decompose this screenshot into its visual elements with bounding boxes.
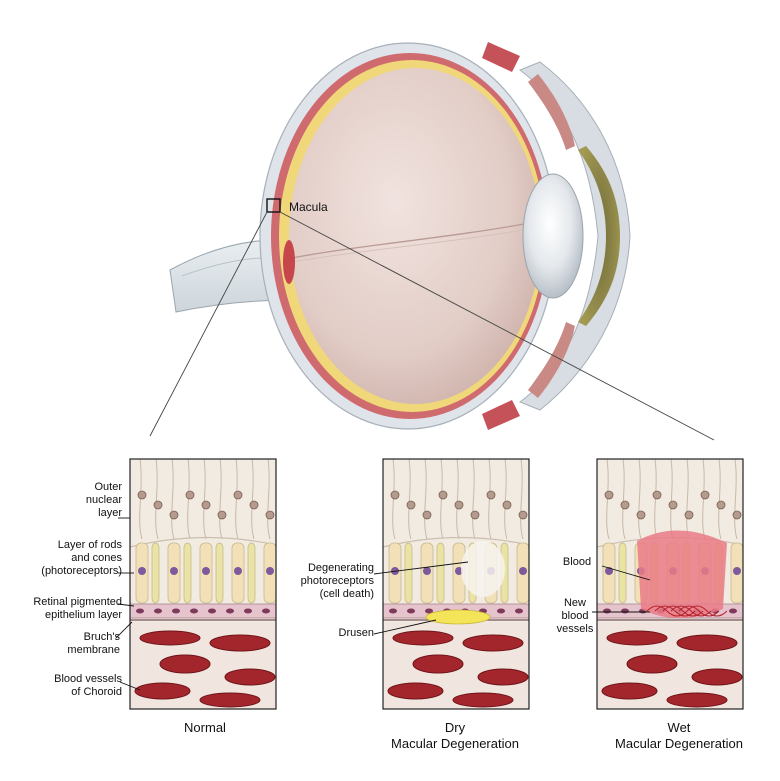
rpe-nucleus bbox=[172, 609, 180, 614]
choroid-blood-vessel bbox=[607, 631, 667, 645]
rod-cell bbox=[405, 543, 412, 603]
choroid-blood-vessel bbox=[413, 655, 463, 673]
lens bbox=[523, 174, 583, 298]
nucleus bbox=[653, 491, 661, 499]
label-bruchs-membrane: Bruch's membrane bbox=[40, 631, 120, 657]
blood-leakage bbox=[637, 530, 727, 618]
label-rods-and-cones: Layer of rods and cones (photoreceptors) bbox=[20, 539, 122, 578]
nucleus bbox=[487, 491, 495, 499]
tissue-panels bbox=[130, 459, 743, 709]
rod-cell bbox=[152, 543, 159, 603]
nucleus bbox=[471, 511, 479, 519]
nucleus bbox=[138, 491, 146, 499]
rpe-nucleus bbox=[208, 609, 216, 614]
cone-nucleus bbox=[202, 567, 210, 575]
rpe-nucleus bbox=[154, 609, 162, 614]
nucleus bbox=[218, 511, 226, 519]
rod-cell bbox=[248, 543, 255, 603]
cone-nucleus bbox=[170, 567, 178, 575]
rpe-layer bbox=[130, 604, 276, 618]
label-new-blood-vessels: New blood vessels bbox=[552, 597, 598, 636]
panel-wet bbox=[597, 459, 743, 709]
nucleus bbox=[701, 491, 709, 499]
nucleus bbox=[669, 501, 677, 509]
panel-dry bbox=[383, 459, 529, 709]
vitreous-body bbox=[289, 68, 541, 404]
choroid-blood-vessel bbox=[602, 683, 657, 699]
nucleus bbox=[170, 511, 178, 519]
macula-label: Macula bbox=[289, 200, 328, 214]
nucleus bbox=[621, 501, 629, 509]
nucleus bbox=[202, 501, 210, 509]
drusen-deposit bbox=[426, 610, 490, 624]
caption-dry: Dry Macular Degeneration bbox=[360, 720, 550, 752]
rod-cell bbox=[216, 543, 223, 603]
label-drusen: Drusen bbox=[300, 627, 374, 640]
nucleus bbox=[519, 511, 527, 519]
choroid-blood-vessel bbox=[140, 631, 200, 645]
nucleus bbox=[503, 501, 511, 509]
nucleus bbox=[407, 501, 415, 509]
eye-illustration bbox=[170, 42, 630, 430]
nucleus bbox=[186, 491, 194, 499]
caption-normal: Normal bbox=[130, 720, 280, 736]
choroid-blood-vessel bbox=[478, 669, 528, 685]
nucleus bbox=[637, 511, 645, 519]
rpe-nucleus bbox=[497, 609, 505, 614]
cone-nucleus bbox=[733, 567, 741, 575]
caption-wet: Wet Macular Degeneration bbox=[584, 720, 774, 752]
nucleus bbox=[154, 501, 162, 509]
nucleus bbox=[250, 501, 258, 509]
nucleus bbox=[266, 511, 274, 519]
choroid-blood-vessel bbox=[667, 693, 727, 707]
rpe-nucleus bbox=[262, 609, 270, 614]
cone-nucleus bbox=[138, 567, 146, 575]
nucleus bbox=[455, 501, 463, 509]
rpe-nucleus bbox=[621, 609, 629, 614]
nucleus bbox=[733, 511, 741, 519]
rpe-nucleus bbox=[515, 609, 523, 614]
choroid-blood-vessel bbox=[453, 693, 513, 707]
choroid-blood-vessel bbox=[225, 669, 275, 685]
choroid-blood-vessel bbox=[677, 635, 737, 651]
choroid-blood-vessel bbox=[692, 669, 742, 685]
rod-cell bbox=[184, 543, 191, 603]
rpe-nucleus bbox=[407, 609, 415, 614]
nucleus bbox=[605, 491, 613, 499]
rod-cell bbox=[437, 543, 444, 603]
nucleus bbox=[439, 491, 447, 499]
zoom-line-left bbox=[150, 212, 267, 436]
panel-normal bbox=[130, 459, 276, 709]
label-retinal-pigmented-epithelium: Retinal pigmented epithelium layer bbox=[8, 596, 122, 622]
choroid-blood-vessel bbox=[463, 635, 523, 651]
rpe-nucleus bbox=[729, 609, 737, 614]
cone-nucleus bbox=[234, 567, 242, 575]
nucleus bbox=[717, 501, 725, 509]
cone-nucleus bbox=[423, 567, 431, 575]
rpe-nucleus bbox=[226, 609, 234, 614]
label-outer-nuclear-layer: Outer nuclear layer bbox=[48, 481, 122, 520]
rpe-nucleus bbox=[603, 609, 611, 614]
rpe-nucleus bbox=[190, 609, 198, 614]
rpe-nucleus bbox=[244, 609, 252, 614]
cone-nucleus bbox=[519, 567, 527, 575]
degenerating-photoreceptor bbox=[461, 541, 505, 597]
label-blood-vessels-choroid: Blood vessels of Choroid bbox=[30, 673, 122, 699]
label-blood: Blood bbox=[552, 556, 602, 569]
rpe-nucleus bbox=[389, 609, 397, 614]
nucleus bbox=[234, 491, 242, 499]
nucleus bbox=[685, 511, 693, 519]
choroid-blood-vessel bbox=[388, 683, 443, 699]
choroid-blood-vessel bbox=[200, 693, 260, 707]
choroid-blood-vessel bbox=[160, 655, 210, 673]
nucleus bbox=[423, 511, 431, 519]
choroid-blood-vessel bbox=[627, 655, 677, 673]
label-degenerating-photoreceptors: Degenerating photoreceptors (cell death) bbox=[270, 562, 374, 601]
rpe-nucleus bbox=[136, 609, 144, 614]
choroid-blood-vessel bbox=[135, 683, 190, 699]
choroid-blood-vessel bbox=[210, 635, 270, 651]
choroid-blood-vessel bbox=[393, 631, 453, 645]
nucleus bbox=[391, 491, 399, 499]
